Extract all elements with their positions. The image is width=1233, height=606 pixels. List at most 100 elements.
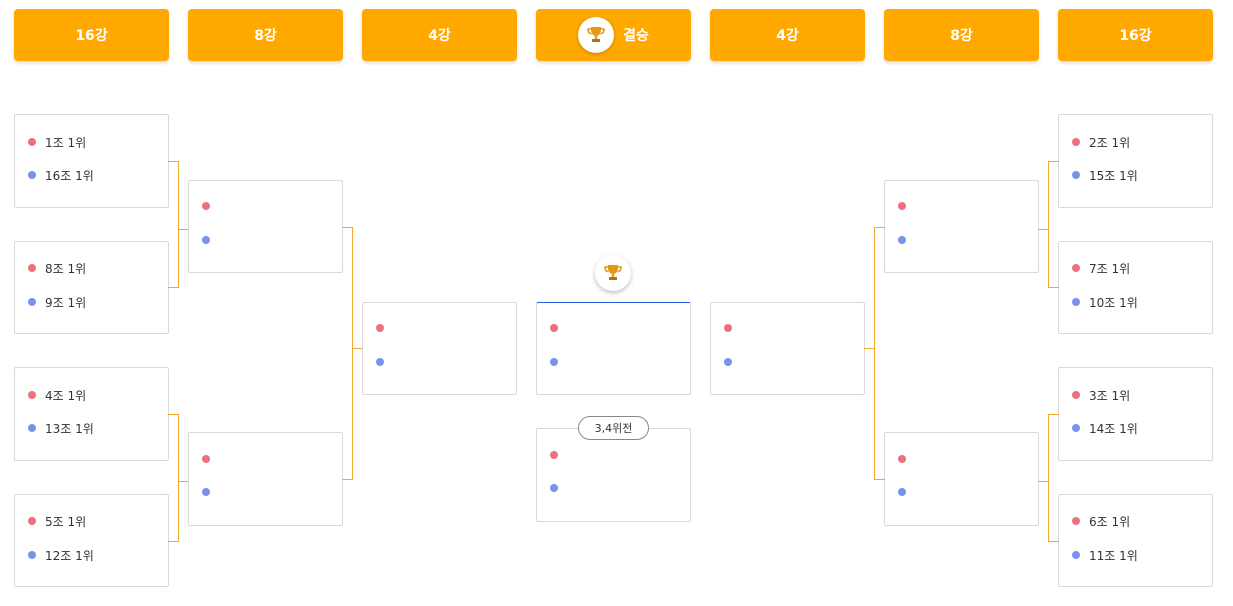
team-slot[interactable]: 16조 1위 [28,167,94,183]
bracket-connector [342,227,353,228]
match-left-r16-4[interactable]: 5조 1위 12조 1위 [14,494,169,587]
bracket-connector [1048,161,1059,162]
team-a-dot [898,202,906,210]
team-slot[interactable] [202,198,219,214]
team-slot[interactable]: 5조 1위 [28,513,86,529]
team-b-dot [898,236,906,244]
team-b-dot [1072,298,1080,306]
team-b-dot [202,236,210,244]
match-left-qf-1[interactable] [188,180,343,273]
team-b-dot [550,358,558,366]
team-slot[interactable]: 2조 1위 [1072,134,1130,150]
team-b-dot [28,551,36,559]
team-a-dot [898,455,906,463]
team-slot[interactable] [550,354,567,370]
match-left-qf-2[interactable] [188,432,343,526]
trophy-icon [578,17,615,53]
team-b-dot [28,171,36,179]
bracket-connector [874,227,875,480]
team-slot[interactable]: 8조 1위 [28,260,86,276]
team-a-dot [202,202,210,210]
team-a-dot [28,138,36,146]
header-right-semifinal: 4강 [710,9,865,61]
team-slot[interactable] [376,320,393,336]
bracket-connector [352,227,353,480]
team-a-dot [550,324,558,332]
team-a-dot [1072,391,1080,399]
match-right-r16-3[interactable]: 3조 1위 14조 1위 [1058,367,1213,461]
team-slot[interactable]: 14조 1위 [1072,420,1138,436]
bracket-connector [1048,414,1059,415]
team-b-dot [28,298,36,306]
bracket-connector [1038,481,1048,482]
bracket-connector [178,229,188,230]
match-right-r16-4[interactable]: 6조 1위 11조 1위 [1058,494,1213,587]
bracket-connector [1048,541,1059,542]
team-slot[interactable]: 10조 1위 [1072,294,1138,310]
bracket-connector [178,161,179,288]
team-slot[interactable] [898,232,915,248]
team-b-dot [376,358,384,366]
team-slot[interactable]: 6조 1위 [1072,513,1130,529]
team-slot[interactable]: 11조 1위 [1072,547,1138,563]
team-slot[interactable]: 9조 1위 [28,294,86,310]
bracket-connector [864,348,874,349]
bracket-connector [874,479,885,480]
final-trophy-icon [595,255,631,291]
bracket-connector [1048,414,1049,542]
team-a-dot [724,324,732,332]
match-final[interactable] [536,302,691,395]
match-right-sf[interactable] [710,302,865,395]
match-right-qf-2[interactable] [884,432,1039,526]
team-b-dot [1072,551,1080,559]
match-right-qf-1[interactable] [884,180,1039,273]
bracket-connector [168,414,179,415]
header-final: 결승 [536,9,691,61]
team-slot[interactable] [550,320,567,336]
team-a-dot [1072,138,1080,146]
team-slot[interactable] [898,198,915,214]
match-left-r16-2[interactable]: 8조 1위 9조 1위 [14,241,169,334]
team-slot[interactable]: 13조 1위 [28,420,94,436]
bracket-connector [342,479,353,480]
team-slot[interactable] [202,451,219,467]
team-slot[interactable] [376,354,393,370]
bracket-connector [352,348,362,349]
team-slot[interactable] [724,354,741,370]
team-slot[interactable]: 3조 1위 [1072,387,1130,403]
team-slot[interactable]: 7조 1위 [1072,260,1130,276]
bracket-connector [178,414,179,542]
bracket-connector [874,227,885,228]
team-slot[interactable]: 4조 1위 [28,387,86,403]
team-a-dot [1072,517,1080,525]
team-b-dot [1072,424,1080,432]
team-slot[interactable] [898,484,915,500]
match-third-place[interactable] [536,428,691,522]
team-b-dot [202,488,210,496]
team-slot[interactable]: 1조 1위 [28,134,86,150]
bracket-connector [168,287,179,288]
team-a-dot [376,324,384,332]
team-slot[interactable]: 12조 1위 [28,547,94,563]
team-slot[interactable] [202,484,219,500]
team-a-dot [28,264,36,272]
team-a-dot [1072,264,1080,272]
header-left-round16: 16강 [14,9,169,61]
team-a-dot [28,517,36,525]
match-left-r16-3[interactable]: 4조 1위 13조 1위 [14,367,169,461]
team-slot[interactable] [550,480,567,496]
team-slot[interactable] [202,232,219,248]
team-slot[interactable] [550,447,567,463]
match-right-r16-2[interactable]: 7조 1위 10조 1위 [1058,241,1213,334]
team-a-dot [550,451,558,459]
match-right-r16-1[interactable]: 2조 1위 15조 1위 [1058,114,1213,208]
team-slot[interactable] [724,320,741,336]
match-left-r16-1[interactable]: 1조 1위 16조 1위 [14,114,169,208]
team-slot[interactable] [898,451,915,467]
team-b-dot [28,424,36,432]
team-b-dot [550,484,558,492]
match-left-sf[interactable] [362,302,517,395]
team-slot[interactable]: 15조 1위 [1072,167,1138,183]
team-b-dot [1072,171,1080,179]
team-a-dot [202,455,210,463]
